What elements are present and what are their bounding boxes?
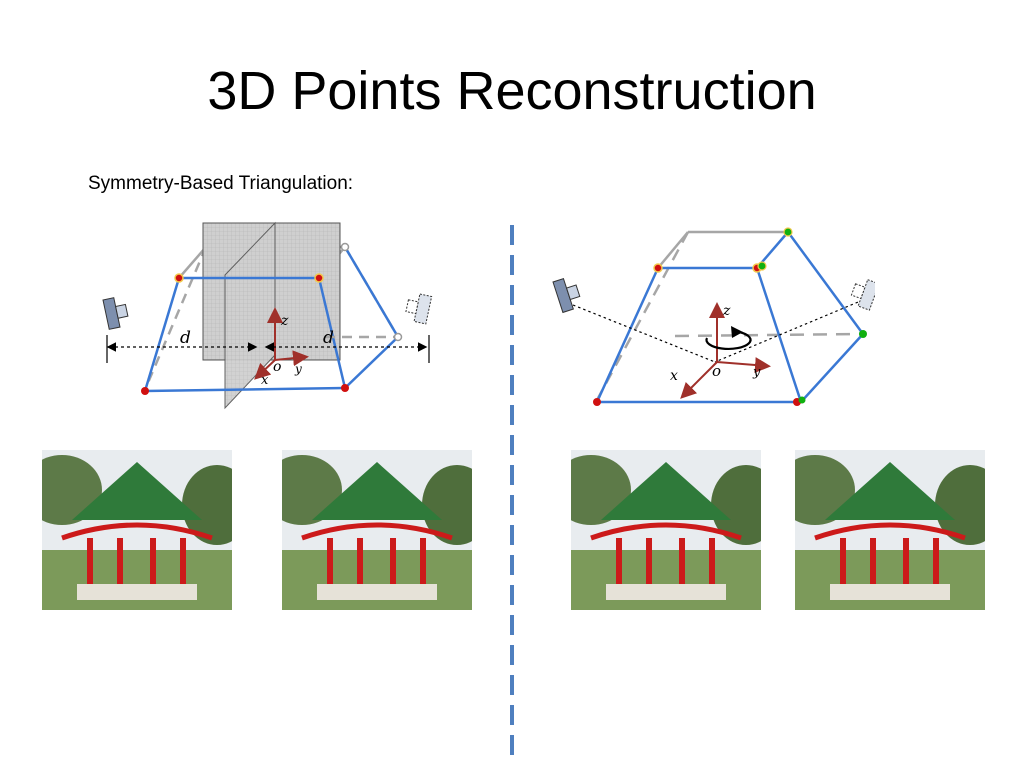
axis-label-o: o	[712, 362, 721, 380]
coordinate-axes	[254, 307, 309, 380]
feature-points	[141, 242, 403, 395]
distance-label-right: d	[323, 328, 334, 348]
feature-points	[593, 227, 867, 406]
distance-label-left: d	[180, 328, 191, 348]
pavilion-photo-2	[282, 450, 472, 610]
axis-label-y: y	[294, 362, 302, 376]
axis-label-z: z	[280, 313, 289, 329]
hidden-edges	[595, 230, 864, 401]
visible-edges	[595, 231, 865, 404]
pavilion-photo-3	[571, 450, 761, 610]
pavilion-photo-4	[795, 450, 985, 610]
axis-label-y: y	[752, 365, 761, 380]
slide-title: 3D Points Reconstruction	[207, 61, 817, 121]
symmetry-plane-diagram: d d z o x y	[102, 221, 433, 410]
section-divider	[510, 225, 514, 755]
camera-right-icon	[405, 293, 433, 325]
visible-edges	[143, 246, 400, 393]
rotation-arrow-icon	[705, 326, 752, 351]
coordinate-axes	[680, 302, 771, 399]
axis-label-o: o	[273, 359, 281, 375]
axis-label-x: x	[670, 368, 678, 384]
camera-left-icon	[552, 277, 581, 314]
rotation-triangulation-diagram: z o x y	[552, 227, 875, 406]
pavilion-photo-1	[42, 450, 232, 610]
projection-lines	[572, 299, 864, 363]
symmetry-plane	[202, 221, 341, 410]
camera-right-icon	[850, 279, 875, 311]
axis-label-x: x	[261, 373, 269, 388]
slide-subtitle: Symmetry-Based Triangulation:	[88, 173, 354, 194]
camera-left-icon	[102, 297, 129, 330]
axis-label-z: z	[722, 303, 731, 319]
